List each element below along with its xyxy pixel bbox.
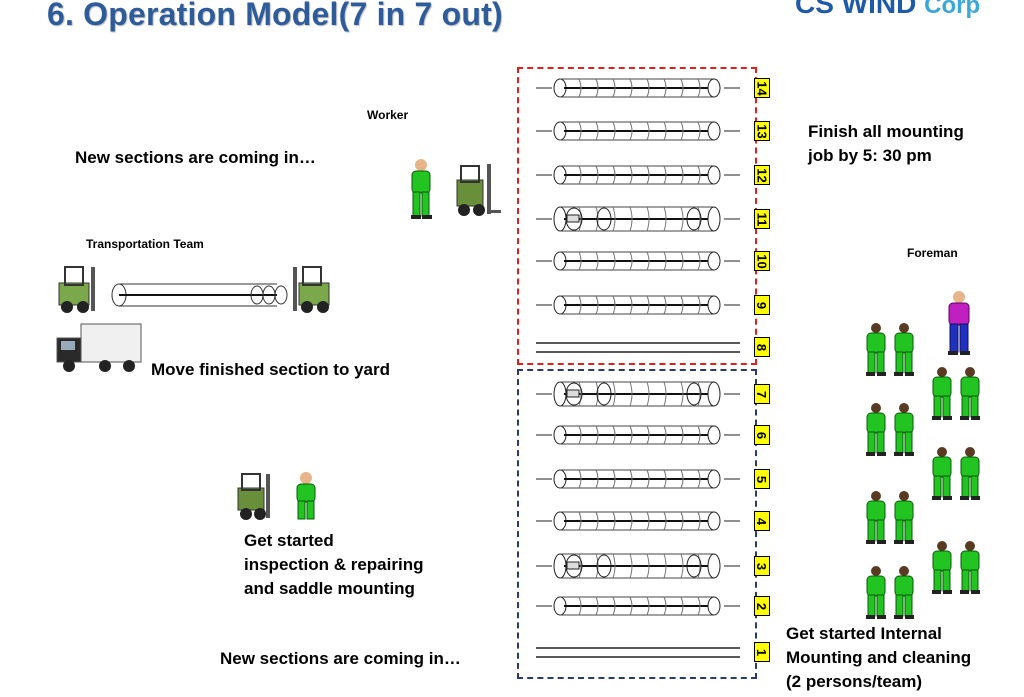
team-6-worker-a — [932, 541, 952, 594]
slot-number-6: 6 — [754, 425, 770, 445]
slot-number-7: 7 — [754, 384, 770, 404]
team-1-worker-a — [866, 323, 886, 376]
slot-number-11: 11 — [754, 209, 770, 229]
tower-section-5 — [536, 469, 740, 489]
tower-section-6 — [536, 425, 740, 445]
slot-number-text: 14 — [754, 80, 770, 96]
page-title: 6. Operation Model(7 in 7 out) — [47, 0, 503, 32]
forklift-and-worker-icon — [237, 472, 316, 520]
finish-line-1: Finish all mounting — [808, 122, 964, 141]
team-4-worker-a — [932, 447, 952, 500]
slot-number-13: 13 — [754, 121, 770, 141]
team-5-worker-a — [866, 491, 886, 544]
team-2-worker-b — [894, 403, 914, 456]
slot-number-text: 13 — [754, 123, 770, 139]
internal-line-2: Mounting and cleaning — [786, 648, 972, 667]
logo-suffix: Corp — [924, 0, 981, 19]
worker-label: Worker — [367, 108, 409, 122]
slot-number-5: 5 — [754, 469, 770, 489]
worker-icon-top — [411, 159, 432, 219]
team-7-worker-a — [866, 566, 886, 619]
forklift-icon-top — [456, 164, 501, 216]
slot-number-text: 10 — [754, 253, 770, 269]
transport-forklifts-with-section — [58, 266, 330, 313]
team-4-worker-b — [960, 447, 980, 500]
team-7-worker-b — [894, 566, 914, 619]
tower-section-13 — [536, 121, 740, 141]
foreman-label: Foreman — [907, 246, 958, 260]
tower-section-1 — [536, 647, 740, 658]
slot-number-text: 2 — [754, 602, 770, 610]
slot-number-3: 3 — [754, 556, 770, 576]
foreman-icon — [948, 291, 970, 355]
tower-section-7 — [536, 381, 740, 407]
slot-number-1: 1 — [754, 642, 770, 662]
tower-section-3 — [536, 553, 740, 579]
inspection-line-1: Get started — [244, 531, 334, 550]
team-1-worker-b — [894, 323, 914, 376]
inspection-line-3: and saddle mounting — [244, 579, 415, 598]
tower-section-9 — [536, 295, 740, 315]
finish-line-2: job by 5: 30 pm — [808, 146, 932, 165]
slot-number-4: 4 — [754, 511, 770, 531]
team-2-worker-a — [866, 403, 886, 456]
team-3-worker-b — [960, 367, 980, 420]
tower-section-2 — [536, 596, 740, 616]
slot-number-text: 4 — [754, 517, 770, 525]
inspection-line-2: inspection & repairing — [244, 555, 424, 574]
truck-icon — [56, 323, 142, 372]
new-sections-bottom-label: New sections are coming in… — [220, 649, 461, 668]
team-6-worker-b — [960, 541, 980, 594]
tower-section-8 — [536, 342, 740, 353]
slot-number-text: 1 — [754, 648, 770, 656]
internal-line-3: (2 persons/team) — [786, 672, 923, 691]
team-3-worker-a — [932, 367, 952, 420]
slot-number-text: 12 — [754, 167, 770, 183]
tower-section-4 — [536, 511, 740, 531]
slot-number-text: 5 — [754, 475, 770, 483]
move-finished-label: Move finished section to yard — [151, 360, 390, 379]
slot-number-text: 8 — [754, 343, 770, 351]
slot-number-12: 12 — [754, 165, 770, 185]
slot-number-text: 3 — [754, 562, 770, 570]
team-5-worker-b — [894, 491, 914, 544]
tower-section-11 — [536, 206, 740, 232]
slot-number-text: 6 — [754, 431, 770, 439]
slot-number-14: 14 — [754, 78, 770, 98]
slot-number-2: 2 — [754, 596, 770, 616]
new-sections-top-label: New sections are coming in… — [75, 148, 316, 167]
slot-number-text: 11 — [754, 212, 770, 226]
tower-section-12 — [536, 165, 740, 185]
tower-section-14 — [536, 78, 740, 98]
internal-line-1: Get started Internal — [786, 624, 942, 643]
transportation-team-label: Transportation Team — [86, 237, 204, 251]
logo-text: CS WIND — [795, 0, 917, 19]
tower-section-10 — [536, 251, 740, 271]
slot-number-9: 9 — [754, 295, 770, 315]
slot-number-text: 9 — [754, 301, 770, 309]
slot-number-10: 10 — [754, 251, 770, 271]
slot-number-8: 8 — [754, 337, 770, 357]
company-logo: CS WIND Corp — [795, 0, 980, 20]
slot-number-text: 7 — [754, 390, 770, 398]
